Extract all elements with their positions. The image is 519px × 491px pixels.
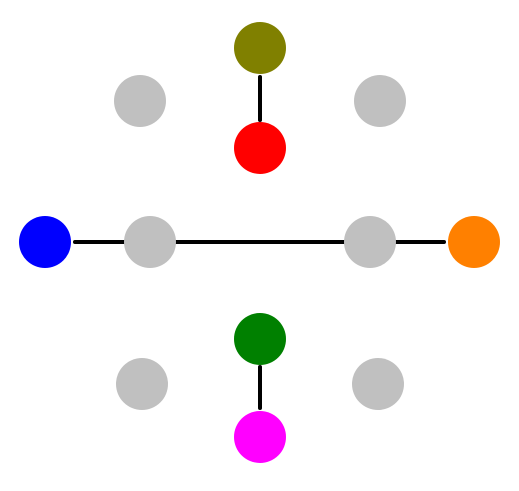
gray-node-top-left — [114, 75, 166, 127]
orange-node — [448, 216, 500, 268]
nodes-layer — [19, 22, 500, 463]
gray-node-bottom-left — [116, 358, 168, 410]
gray-node-top-right — [354, 75, 406, 127]
gray-node-mid-left — [124, 216, 176, 268]
gray-node-bottom-right — [352, 358, 404, 410]
gray-node-mid-right — [344, 216, 396, 268]
blue-node — [19, 216, 71, 268]
red-node — [234, 122, 286, 174]
green-node — [234, 313, 286, 365]
olive-node — [234, 22, 286, 74]
magenta-node — [234, 411, 286, 463]
